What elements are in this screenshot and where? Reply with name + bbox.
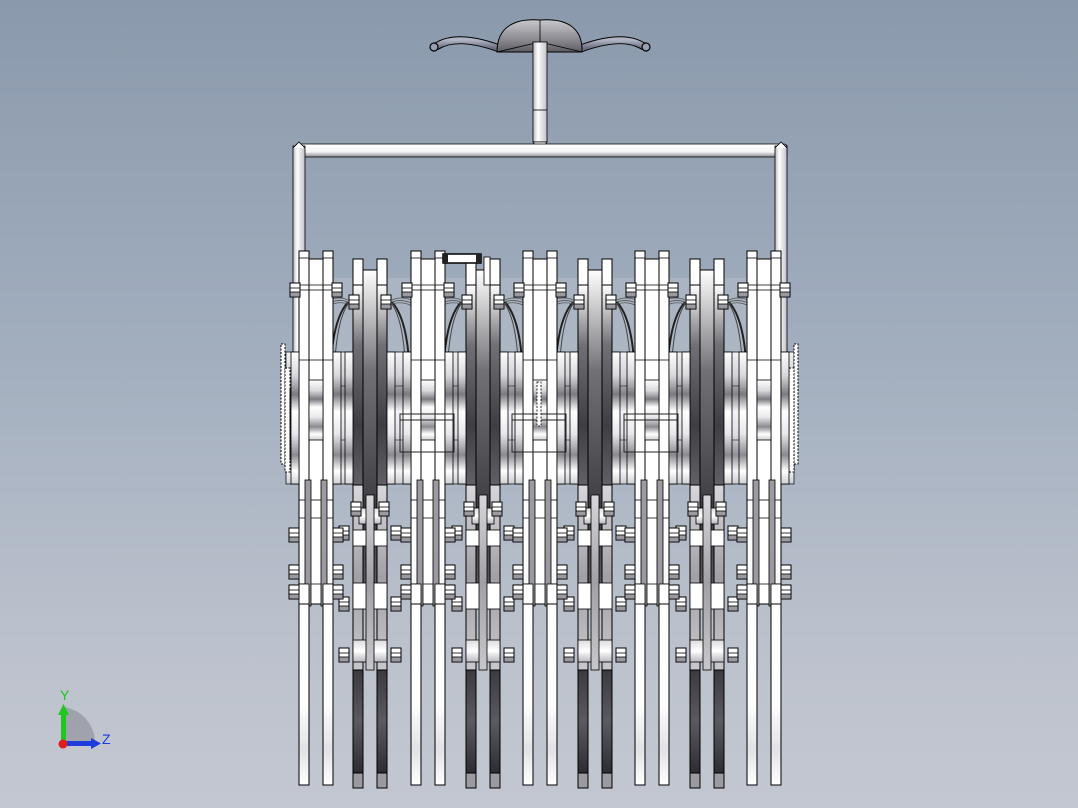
small-chain [536, 381, 542, 427]
handlebar[interactable] [429, 19, 651, 152]
y-axis-label: Y [60, 687, 70, 703]
triad-axes-icon [58, 704, 101, 749]
view-orientation-triad[interactable]: Y Z [50, 685, 120, 755]
z-axis-label: Z [102, 731, 111, 747]
top-actuator[interactable] [442, 253, 491, 286]
